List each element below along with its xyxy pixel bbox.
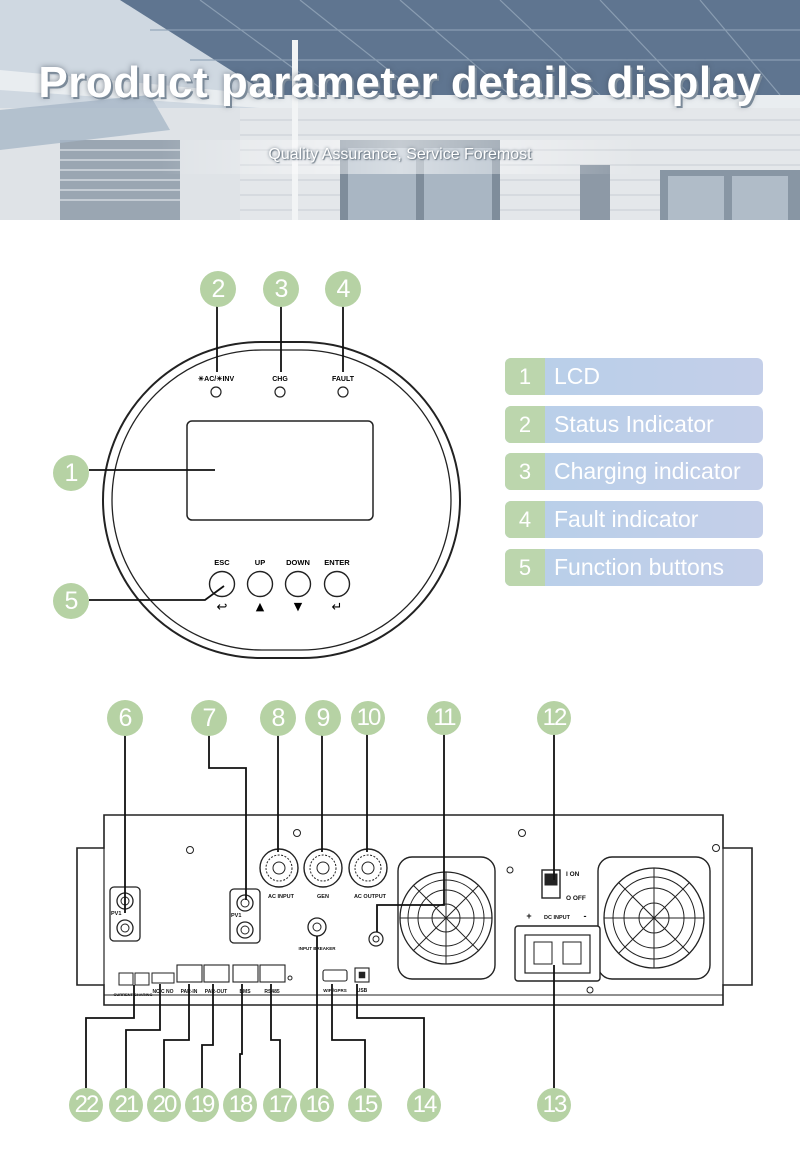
legend-label: Fault indicator — [554, 506, 699, 532]
up-label: UP — [255, 558, 265, 567]
legend-number: 1 — [505, 358, 545, 395]
rs485-label: RS485 — [264, 989, 280, 995]
switch-on-label: I ON — [566, 871, 580, 878]
legend-number: 5 — [505, 549, 545, 586]
callout-badge-1: 1 — [53, 455, 89, 491]
callout-badge-19: 19 — [185, 1088, 219, 1122]
legend-number: 3 — [505, 453, 545, 490]
esc-return-icon: ↩ — [217, 600, 228, 615]
callout-badge-22: 22 — [69, 1088, 103, 1122]
wifi-gprs-label: WIFI/GPRS — [323, 988, 347, 993]
callout-badge-2: 2 — [200, 271, 236, 307]
callout-badge-18: 18 — [223, 1088, 257, 1122]
down-label: DOWN — [286, 558, 310, 567]
callout-badge-11: 11 — [427, 701, 461, 735]
rear-panel-drawing — [76, 814, 753, 1006]
callout-badge-6: 6 — [107, 700, 143, 736]
callout-badge-20: 20 — [147, 1088, 181, 1122]
callout-badge-7: 7 — [191, 700, 227, 736]
callout-badge-5: 5 — [53, 583, 89, 619]
legend-item-fault-indicator: 4 Fault indicator — [505, 501, 763, 538]
dc-input-label: DC INPUT — [544, 915, 571, 921]
enter-label: ENTER — [324, 558, 350, 567]
usb-label: USB — [357, 988, 368, 994]
current-sharing-label: CURRENT SHARING — [113, 992, 152, 997]
bms-label: BMS — [239, 989, 251, 995]
dc-plus-label: + — [526, 911, 531, 921]
banner-title: Product parameter details display — [38, 58, 762, 107]
callout-badge-21: 21 — [109, 1088, 143, 1122]
gen-label: GEN — [317, 894, 329, 900]
callout-badge-3: 3 — [263, 271, 299, 307]
status-indicator-label: ☀AC/☀INV — [198, 375, 235, 383]
callout-badge-14: 14 — [407, 1088, 441, 1122]
legend-label: Status Indicator — [554, 411, 714, 437]
esc-label: ESC — [214, 558, 230, 567]
callout-badge-16: 16 — [300, 1088, 334, 1122]
up-arrow-icon: ▲ — [256, 600, 265, 613]
switch-off-label: O OFF — [566, 895, 586, 902]
down-button — [284, 570, 312, 598]
up-button — [246, 570, 274, 598]
front-leader-lines — [89, 305, 344, 601]
legend-item-status-indicator: 2 Status Indicator — [505, 406, 763, 443]
charging-led — [274, 386, 286, 398]
rear-leader-lines — [85, 733, 555, 1088]
legend-number: 4 — [505, 501, 545, 538]
front-panel-drawing: ☀AC/☀INV CHG FAULT ESC UP DOWN ENTER ↩ ▲… — [102, 341, 461, 659]
callout-badge-12: 12 — [537, 701, 571, 735]
callout-badge-13: 13 — [537, 1088, 571, 1122]
callout-badge-17: 17 — [263, 1088, 297, 1122]
ac-output-label: AC OUTPUT — [354, 894, 387, 900]
house-background-illustration — [0, 0, 800, 220]
legend-item-function-buttons: 5 Function buttons — [505, 549, 763, 586]
legend-item-charging-indicator: 3 Charging indicator — [505, 453, 763, 490]
legend-label: Charging indicator — [554, 458, 741, 484]
status-led — [210, 386, 222, 398]
dry-contact-label: NC C NO — [152, 989, 173, 995]
header-banner: Product parameter details display Qualit… — [0, 0, 800, 220]
enter-arrow-icon: ↵ — [332, 600, 343, 615]
fault-led — [337, 386, 349, 398]
par-out-label: PAR-OUT — [205, 989, 227, 995]
callout-badge-9: 9 — [305, 700, 341, 736]
legend-item-lcd: 1 LCD — [505, 358, 763, 395]
enter-button — [323, 570, 351, 598]
charging-indicator-label: CHG — [272, 376, 288, 383]
callout-badge-15: 15 — [348, 1088, 382, 1122]
ac-input-label: AC INPUT — [268, 894, 295, 900]
legend-label: Function buttons — [554, 554, 725, 580]
subtitle-highlight-strip — [160, 140, 640, 174]
callout-badge-8: 8 — [260, 700, 296, 736]
fault-indicator-label: FAULT — [332, 376, 355, 383]
esc-button — [208, 570, 236, 598]
banner-subtitle: Quality Assurance, Service Foremost — [268, 146, 532, 163]
pv1-right-label: PV1 — [231, 913, 241, 919]
dc-minus-label: - — [584, 911, 587, 921]
callout-badge-10: 10 — [351, 701, 385, 735]
pv1-left-label: PV1 — [111, 911, 121, 917]
down-arrow-icon: ▼ — [294, 600, 303, 613]
callout-badge-4: 4 — [325, 271, 361, 307]
legend-number: 2 — [505, 406, 545, 443]
legend-label: LCD — [554, 363, 601, 389]
